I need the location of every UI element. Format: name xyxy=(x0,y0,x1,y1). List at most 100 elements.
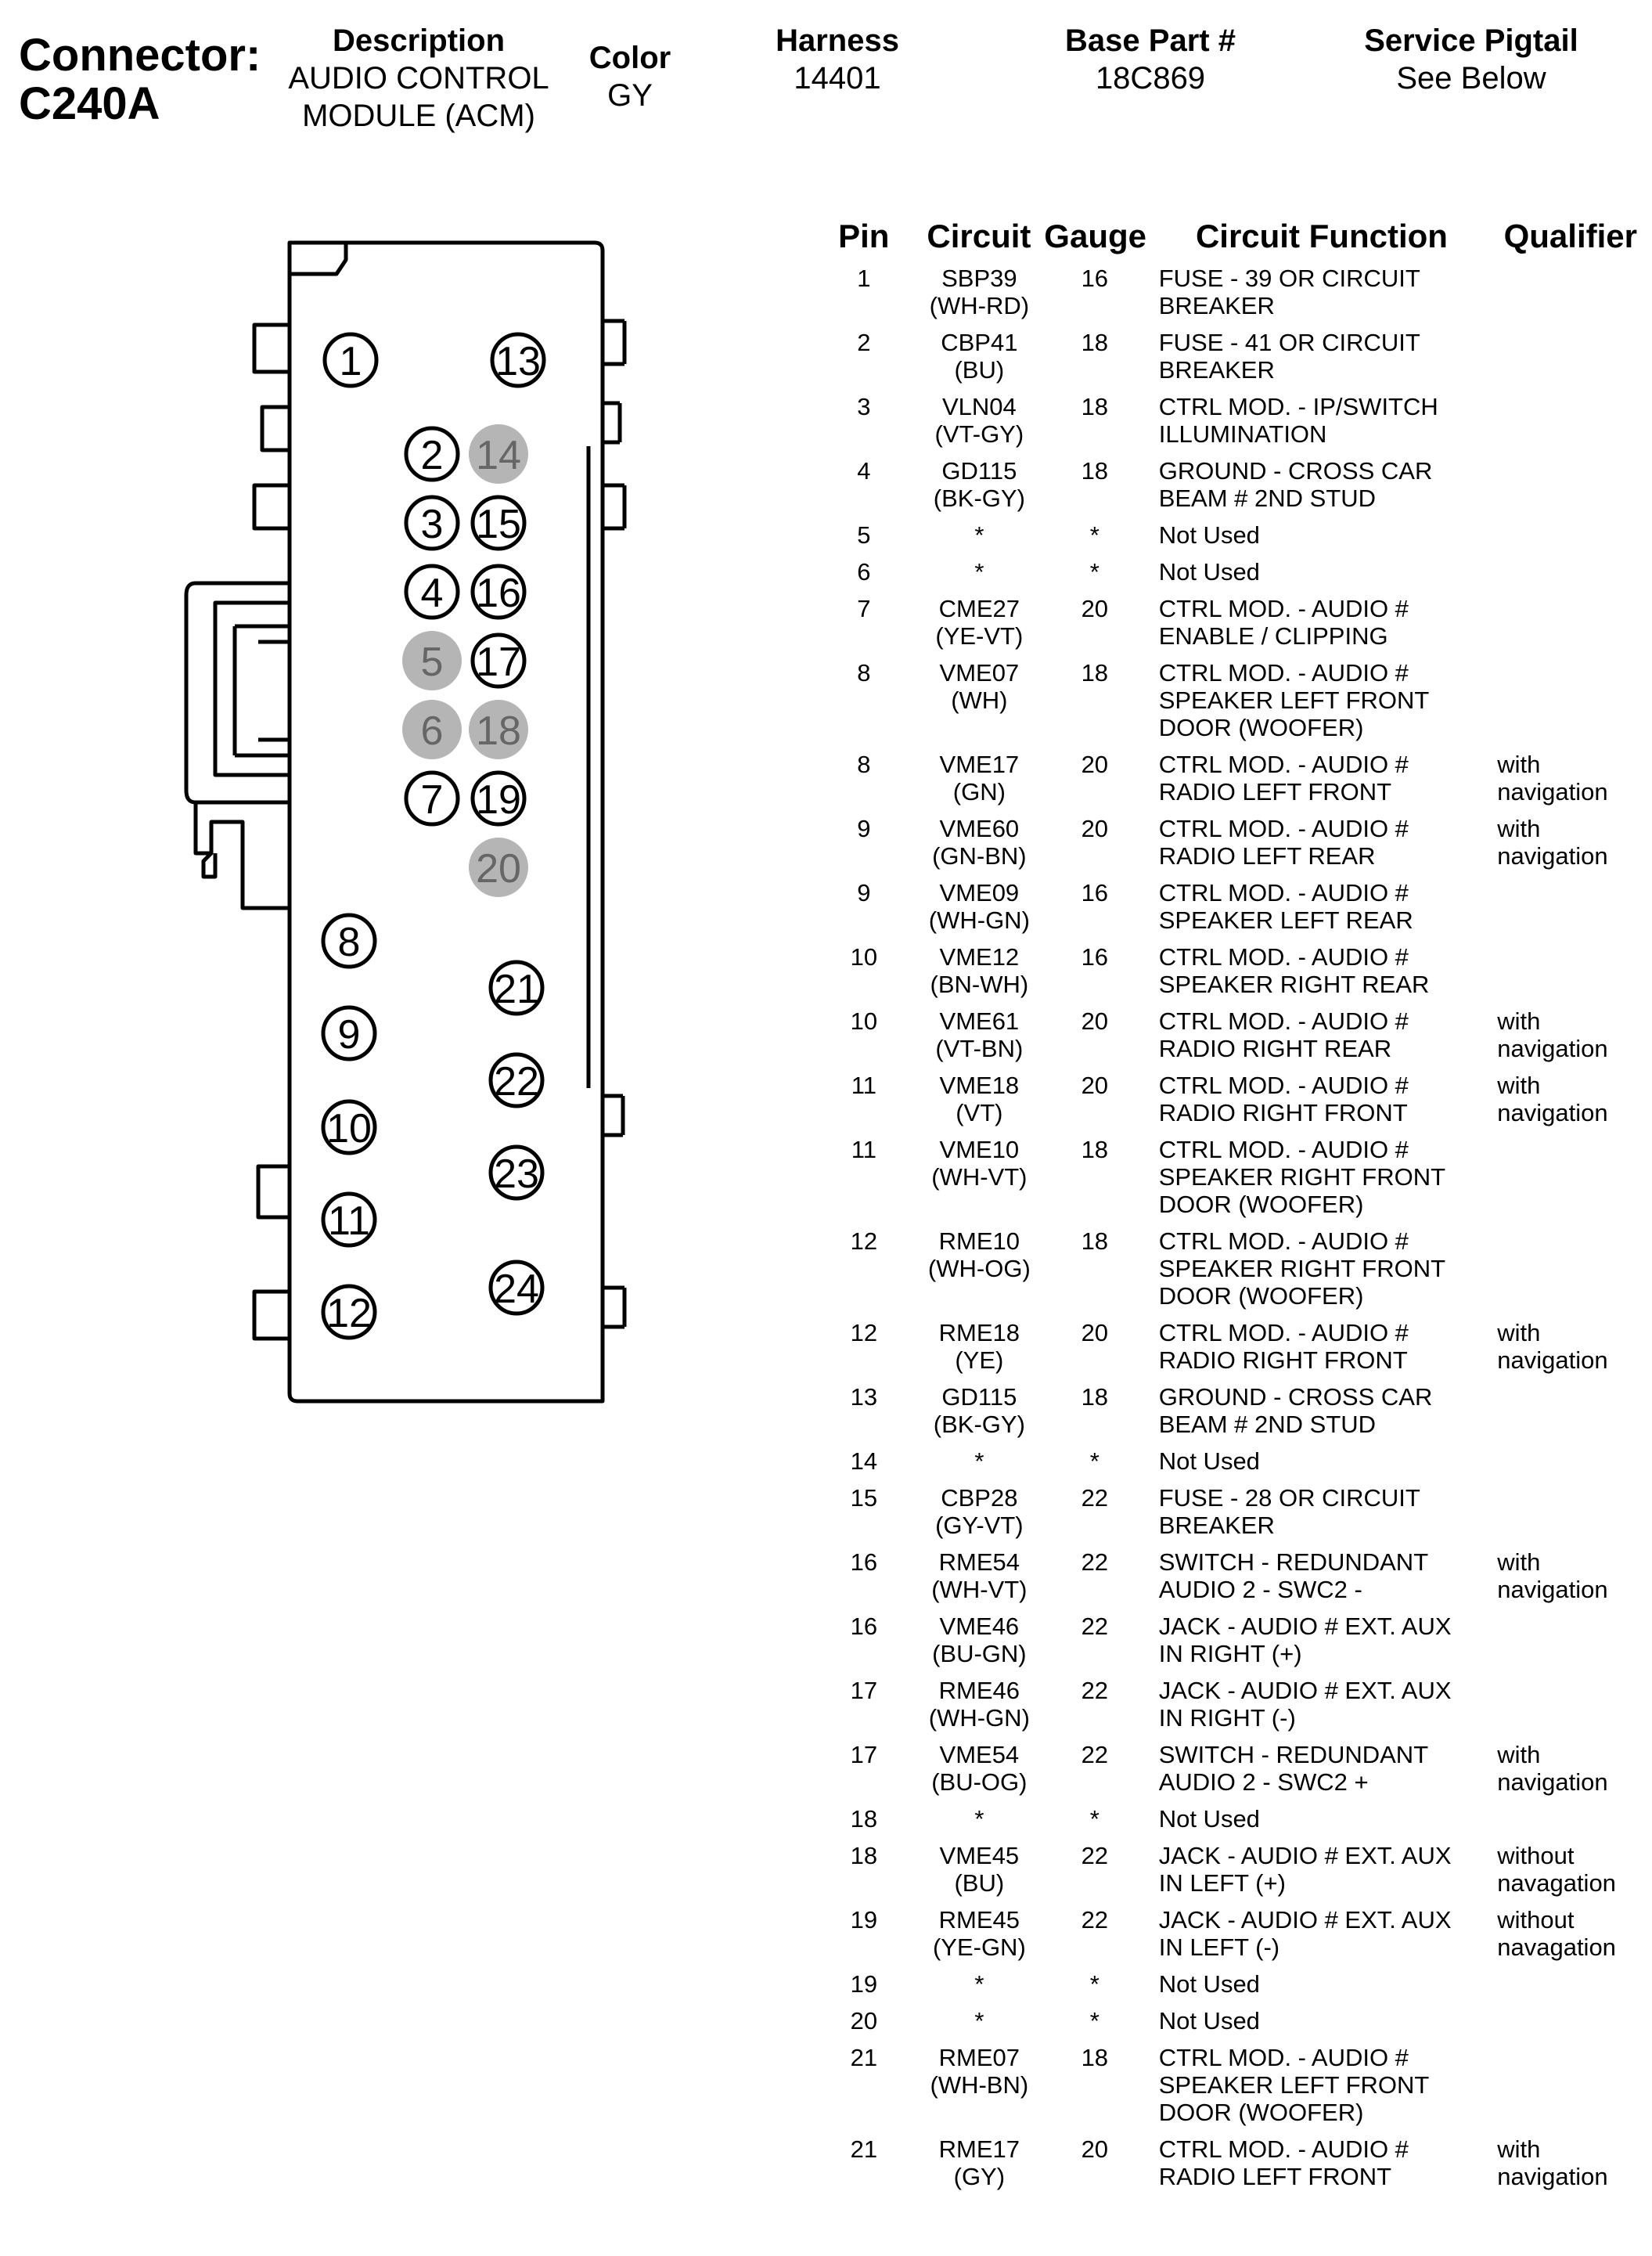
svg-text:7: 7 xyxy=(421,777,444,823)
qualifier-line: with xyxy=(1497,1319,1541,1346)
svg-text:2: 2 xyxy=(421,433,444,478)
function-line: CTRL MOD. - AUDIO # xyxy=(1158,595,1409,622)
pin-number: 17 xyxy=(850,1677,878,1704)
table-row: 20**Not Used xyxy=(814,2007,1643,2034)
circuit-code: SBP39 xyxy=(941,265,1017,292)
connector-id: C240A xyxy=(19,78,160,129)
gauge-cell: 20 xyxy=(1045,2135,1145,2190)
qualifier-line: navagation xyxy=(1497,1869,1616,1897)
circuit-code: VME60 xyxy=(939,815,1020,842)
function-line: CTRL MOD. - AUDIO # xyxy=(1158,1072,1409,1099)
pin-number: 16 xyxy=(850,1613,878,1640)
circuit-cell: RME07(WH-BN) xyxy=(914,2044,1045,2126)
function-line: CTRL MOD. - AUDIO # xyxy=(1158,1136,1409,1163)
qualifier-line xyxy=(1497,879,1643,906)
svg-text:22: 22 xyxy=(494,1059,539,1105)
function-line: IN RIGHT (-) xyxy=(1158,1704,1296,1732)
pin-number: 21 xyxy=(850,2135,878,2163)
pin-number: 11 xyxy=(851,1072,876,1099)
circuit-code: VME07 xyxy=(939,659,1020,687)
gauge-value: 18 xyxy=(1081,457,1109,485)
circuit-code: VME17 xyxy=(939,751,1020,778)
qualifier-line xyxy=(1497,1484,1643,1512)
function-line: AUDIO 2 - SWC2 - xyxy=(1158,1576,1362,1603)
pin-number: 13 xyxy=(850,1383,878,1411)
pin-cell: 12 xyxy=(814,1319,914,1374)
wire-color: (VT-GY) xyxy=(934,420,1024,448)
qualifier-line xyxy=(1497,2099,1643,2126)
qualifier-line xyxy=(1497,1613,1643,1640)
function-line: SWITCH - REDUNDANT xyxy=(1158,1548,1429,1576)
pin-cell: 14 xyxy=(814,1447,914,1475)
qualifier-line xyxy=(1497,393,1643,420)
pin-number: 11 xyxy=(851,1136,876,1163)
circuit-cell: RME17(GY) xyxy=(914,2135,1045,2190)
qualifier-line xyxy=(1497,521,1643,549)
svg-text:14: 14 xyxy=(476,433,521,478)
circuit-code: * xyxy=(974,521,984,549)
qualifier-line xyxy=(1497,1411,1643,1438)
wire-color: (WH-VT) xyxy=(931,1576,1028,1603)
qualifier-line: without xyxy=(1497,1842,1575,1869)
gauge-cell: 20 xyxy=(1045,815,1145,870)
circuit-code: VME12 xyxy=(939,943,1020,971)
gauge-value: 20 xyxy=(1081,1319,1109,1346)
function-cell: CTRL MOD. - AUDIO #RADIO RIGHT FRONT xyxy=(1145,1319,1498,1374)
pin-cell: 21 xyxy=(814,2135,914,2190)
gauge-value: * xyxy=(1089,1805,1100,1833)
qualifier-line: without xyxy=(1497,1906,1575,1933)
qualifier-line xyxy=(1497,1282,1643,1310)
function-line: IN LEFT (-) xyxy=(1158,1933,1280,1961)
pin-cell: 11 xyxy=(814,1136,914,1218)
circuit-cell: VME60(GN-BN) xyxy=(914,815,1045,870)
svg-text:17: 17 xyxy=(476,640,521,685)
function-line: CTRL MOD. - AUDIO # xyxy=(1158,659,1409,687)
function-line: SPEAKER RIGHT REAR xyxy=(1158,971,1430,998)
gauge-value: 18 xyxy=(1081,1136,1109,1163)
gauge-cell: 18 xyxy=(1045,1383,1145,1438)
gauge-value: 22 xyxy=(1081,1484,1109,1512)
wire-color: (GY) xyxy=(953,2163,1006,2190)
gauge-value: 22 xyxy=(1081,1613,1109,1640)
function-line: Not Used xyxy=(1158,521,1260,549)
circuit-code: RME54 xyxy=(938,1548,1020,1576)
svg-text:16: 16 xyxy=(476,571,521,616)
description-column: Description AUDIO CONTROL MODULE (ACM) xyxy=(266,22,571,135)
description-line1: AUDIO CONTROL xyxy=(288,61,549,96)
gauge-value: 22 xyxy=(1081,1842,1109,1869)
pin-number: 10 xyxy=(850,943,878,971)
svg-text:9: 9 xyxy=(338,1012,361,1058)
pin-cell: 13 xyxy=(814,1383,914,1438)
pin-14: 14 xyxy=(469,424,528,484)
gauge-cell: * xyxy=(1045,521,1145,549)
circuit-code: RME46 xyxy=(938,1677,1020,1704)
function-cell: Not Used xyxy=(1145,1447,1498,1475)
function-line: BREAKER xyxy=(1158,292,1275,319)
gauge-cell: 18 xyxy=(1045,1136,1145,1218)
qualifier-line: with xyxy=(1497,1741,1541,1768)
circuit-cell: VME61(VT-BN) xyxy=(914,1007,1045,1062)
qualifier-line xyxy=(1497,1227,1643,1255)
wire-color: (BN-WH) xyxy=(930,971,1029,998)
gauge-value: 18 xyxy=(1081,329,1109,356)
pin-cell: 17 xyxy=(814,1677,914,1732)
pin-6: 6 xyxy=(402,700,462,759)
qualifier-cell xyxy=(1497,659,1643,741)
function-line: CTRL MOD. - AUDIO # xyxy=(1158,879,1409,906)
function-line: FUSE - 39 OR CIRCUIT xyxy=(1158,265,1420,292)
pin-3: 3 xyxy=(404,495,460,551)
function-line: JACK - AUDIO # EXT. AUX xyxy=(1158,1842,1452,1869)
description-line2: MODULE (ACM) xyxy=(302,99,535,133)
qualifier-line: navigation xyxy=(1497,1346,1608,1374)
circuit-cell: RME18(YE) xyxy=(914,1319,1045,1374)
